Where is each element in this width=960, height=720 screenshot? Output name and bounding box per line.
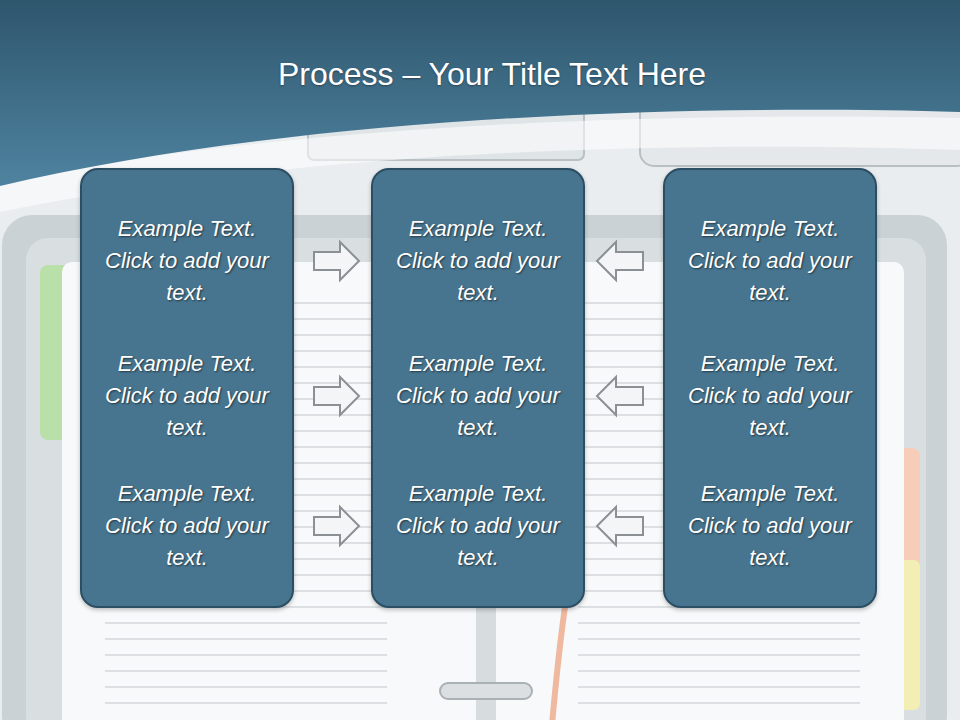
bookmark-ribbon (552, 600, 566, 720)
column-text: Example Text. Click to add your text. (92, 348, 282, 444)
column-text: Example Text. Click to add your text. (383, 348, 573, 444)
column-text: Example Text. Click to add your text. (92, 213, 282, 309)
column-text: Example Text. Click to add your text. (92, 478, 282, 574)
block-arrow (314, 377, 359, 415)
block-arrow (314, 507, 359, 545)
block-arrow (597, 507, 643, 545)
process-column: Example Text. Click to add your text. Exa… (663, 168, 877, 608)
block-arrow (597, 377, 643, 415)
process-column: Example Text. Click to add your text. Exa… (371, 168, 585, 608)
binder-ring (440, 683, 532, 699)
column-text: Example Text. Click to add your text. (383, 213, 573, 309)
column-text: Example Text. Click to add your text. (675, 213, 865, 309)
column-text: Example Text. Click to add your text. (383, 478, 573, 574)
column-text: Example Text. Click to add your text. (675, 348, 865, 444)
title-banner (0, 0, 960, 186)
block-arrow (314, 242, 359, 280)
process-column: Example Text. Click to add your text. Exa… (80, 168, 294, 608)
slide-title: Process – Your Title Text Here (0, 52, 960, 96)
column-text: Example Text. Click to add your text. (675, 478, 865, 574)
block-arrow (597, 242, 643, 280)
